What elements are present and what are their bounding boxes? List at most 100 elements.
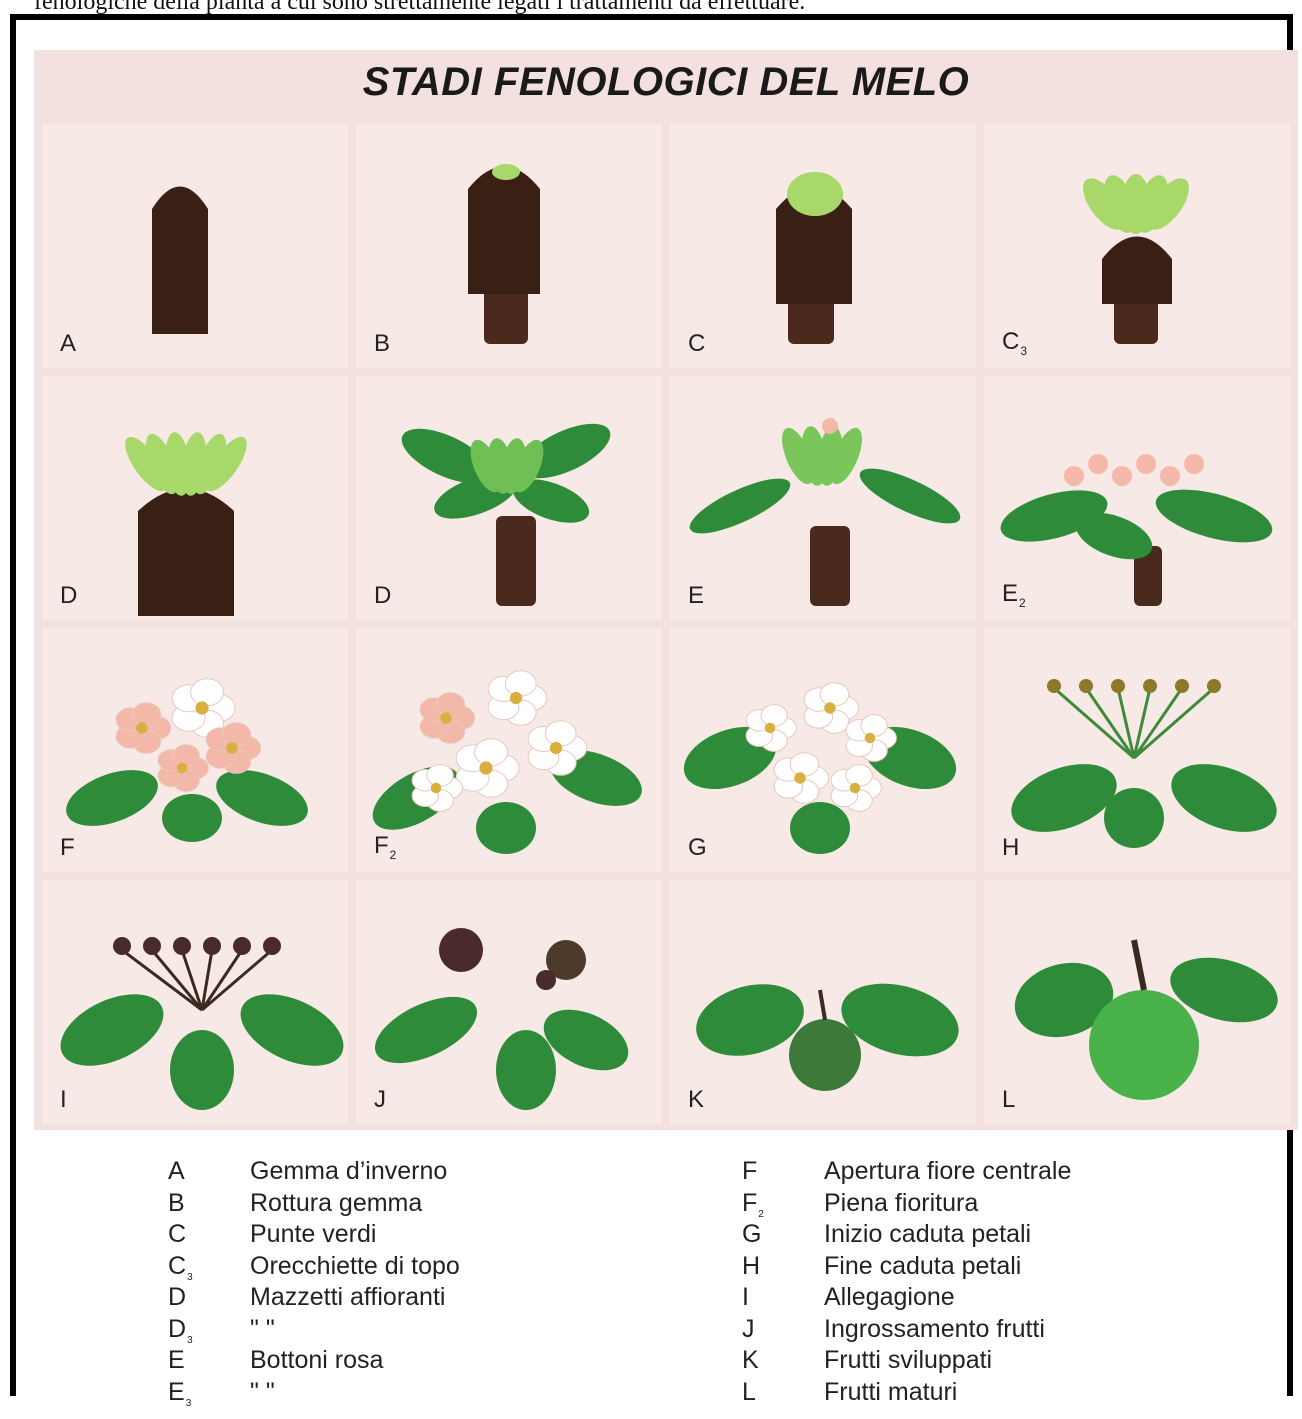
pink-bud (822, 418, 838, 434)
fruitlet (233, 937, 251, 955)
legend-code: J (742, 1314, 802, 1346)
stage-illustration (670, 376, 976, 620)
stage-code-subscript: 3 (1020, 344, 1027, 358)
stage-code: C (688, 330, 705, 357)
legend-code: E3 (168, 1377, 228, 1419)
leaf (683, 468, 796, 543)
stem (496, 516, 536, 606)
stage-code: B (374, 330, 390, 357)
legend: AGemma d’invernoBRottura gemmaCPunte ver… (16, 1156, 1299, 1406)
stage-code: E (688, 582, 704, 609)
stage-label: H (1002, 834, 1019, 862)
stage-label: D (374, 582, 391, 610)
stage-code: F (60, 834, 75, 861)
stage-code: K (688, 1086, 704, 1113)
stage-label: A (60, 330, 76, 358)
pink-bud (1088, 454, 1108, 474)
stage-code: J (374, 1086, 386, 1113)
leaf (1104, 788, 1164, 848)
stage-label: C3 (1002, 328, 1027, 358)
legend-code: E (168, 1345, 228, 1377)
stage-illustration (984, 880, 1290, 1124)
stage-illustration (42, 628, 348, 872)
fruitlet (1111, 679, 1125, 693)
stage-label: F (60, 834, 75, 862)
stage-code: D (374, 582, 391, 609)
stage-label: K (688, 1086, 704, 1114)
legend-description: " " (250, 1314, 275, 1346)
legend-code-subscript: 3 (186, 1398, 192, 1409)
fruitlet (203, 937, 221, 955)
stage-illustration (670, 628, 976, 872)
top-caption: fenologiche della pianta a cui sono stre… (34, 0, 1294, 14)
leaf (496, 1030, 556, 1110)
fruitlet (1079, 679, 1093, 693)
stage-label: F2 (374, 832, 396, 862)
legend-code: B (168, 1188, 228, 1220)
flower (774, 753, 828, 804)
legend-description: Allegagione (824, 1282, 955, 1314)
legend-code: K (742, 1345, 802, 1377)
leaf (492, 164, 520, 180)
flower (158, 745, 208, 792)
legend-code: C (168, 1219, 228, 1251)
leaf (853, 458, 966, 533)
stage-grid: ABCC3DDEE2FF2GHIJKL (42, 124, 1300, 1124)
leaf (787, 172, 843, 216)
fruitlet (143, 937, 161, 955)
fruitlet (1175, 679, 1189, 693)
stage-code: F (374, 832, 389, 859)
stage-illustration (42, 880, 348, 1124)
leaf (49, 980, 174, 1081)
stage-panel: G (670, 628, 976, 872)
legend-code-subscript: 3 (187, 1335, 193, 1346)
leaf (170, 1030, 234, 1110)
legend-code: L (742, 1377, 802, 1409)
legend-description: Mazzetti affioranti (250, 1282, 445, 1314)
stage-illustration (356, 376, 662, 620)
stage-panel: E2 (984, 376, 1290, 620)
stage-illustration (670, 880, 976, 1124)
legend-code-subscript: 2 (758, 1209, 764, 1220)
flower (116, 703, 170, 754)
fruit-stalk (1134, 940, 1144, 990)
fruitlet (1143, 679, 1157, 693)
bud-scales (468, 167, 540, 295)
leaf (1150, 479, 1277, 553)
pink-bud (1112, 466, 1132, 486)
legend-description: Gemma d’inverno (250, 1156, 447, 1188)
pedicel (152, 950, 202, 1010)
stage-panel: F (42, 628, 348, 872)
fruit-stalk (820, 990, 825, 1020)
stage-illustration (42, 376, 348, 620)
flower (746, 705, 796, 752)
stage-label: J (374, 1086, 386, 1114)
fruitlet (263, 937, 281, 955)
stage-illustration (356, 124, 662, 368)
flower (456, 739, 519, 797)
stage-code-subscript: 2 (390, 848, 397, 862)
stage-panel: D (42, 376, 348, 620)
fruit (789, 1019, 861, 1091)
legend-code: I (742, 1282, 802, 1314)
poster-frame: STADI FENOLOGICI DEL MELO ABCC3DDEE2FF2G… (10, 14, 1293, 1396)
stage-code: G (688, 834, 707, 861)
legend-code-subscript: 3 (187, 1272, 193, 1283)
stage-illustration (356, 880, 662, 1124)
stage-illustration (356, 628, 662, 872)
poster: STADI FENOLOGICI DEL MELO ABCC3DDEE2FF2G… (34, 50, 1298, 1130)
stage-panel: C (670, 124, 976, 368)
stage-code: H (1002, 834, 1019, 861)
fruitlet (536, 970, 556, 990)
stage-panel: C3 (984, 124, 1290, 368)
legend-code: H (742, 1251, 802, 1283)
stage-panel: I (42, 880, 348, 1124)
legend-description: Fine caduta petali (824, 1251, 1021, 1283)
legend-description: Rottura gemma (250, 1188, 422, 1220)
leaf (476, 802, 536, 854)
flower (831, 765, 881, 812)
legend-description: Punte verdi (250, 1219, 376, 1251)
stage-code: D (60, 582, 77, 609)
stage-label: E (688, 582, 704, 610)
stage-label: L (1002, 1086, 1015, 1114)
